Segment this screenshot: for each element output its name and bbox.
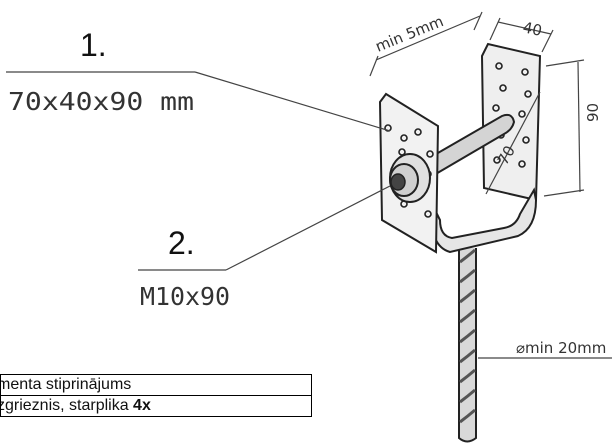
legend-table: menta stiprinājums zgrieznis, starplika … [0, 374, 312, 417]
dim-rod-diameter: ⌀min 20mm [516, 339, 606, 357]
dimension-lines [369, 11, 585, 197]
dim-top-width: 40 [521, 18, 543, 40]
callout-1-spec: 70x40x90 mm [8, 87, 194, 116]
rebar-rod [458, 248, 477, 443]
legend-row: menta stiprinājums [0, 374, 312, 396]
nut-and-washer [389, 153, 431, 203]
legend-row: zgrieznis, starplika 4x [0, 395, 312, 417]
callout-1-number: 1. [80, 27, 107, 63]
legend-row-2-bold: 4x [133, 397, 151, 414]
dim-height: 90 [584, 103, 602, 122]
callout-2-spec: M10x90 [140, 282, 230, 311]
legend-row-2-text: zgrieznis, starplika [0, 397, 134, 414]
callout-2-number: 2. [168, 225, 195, 261]
leader-lines [6, 71, 612, 359]
legend-row-1-cell: menta stiprinājums [0, 374, 312, 396]
bracket-base [428, 187, 538, 254]
legend-row-1-text: menta stiprinājums [0, 376, 132, 393]
legend-row-2-cell: zgrieznis, starplika 4x [0, 395, 312, 417]
dim-gap: min 5mm [373, 12, 446, 56]
